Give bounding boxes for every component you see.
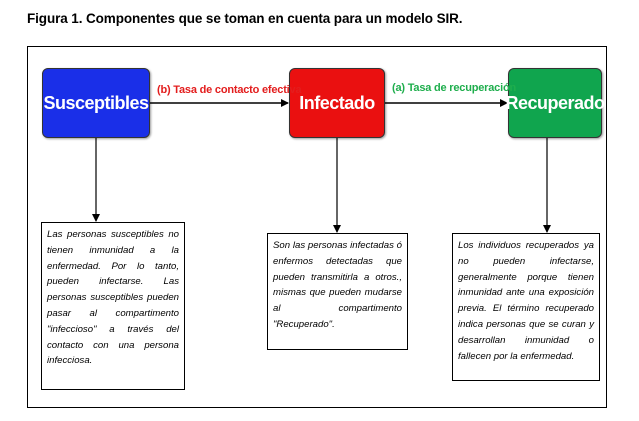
diagram-frame xyxy=(27,46,607,408)
note-recuperado: Los individuos recuperados ya no pueden … xyxy=(452,233,600,381)
node-recuperado: Recuperado xyxy=(505,68,605,138)
edge-label-recuperacion: (a) Tasa de recuperación xyxy=(392,82,516,94)
edge-label-contacto: (b) Tasa de contacto efectiva xyxy=(157,84,302,96)
figure-caption: Figura 1. Componentes que se toman en cu… xyxy=(27,11,463,26)
node-susceptibles: Susceptibles xyxy=(42,68,150,138)
note-susceptibles: Las personas susceptibles no tienen inmu… xyxy=(41,222,185,390)
note-infectado: Son las personas infectadas ó enfermos d… xyxy=(267,233,408,350)
node-infectado: Infectado xyxy=(289,68,385,138)
